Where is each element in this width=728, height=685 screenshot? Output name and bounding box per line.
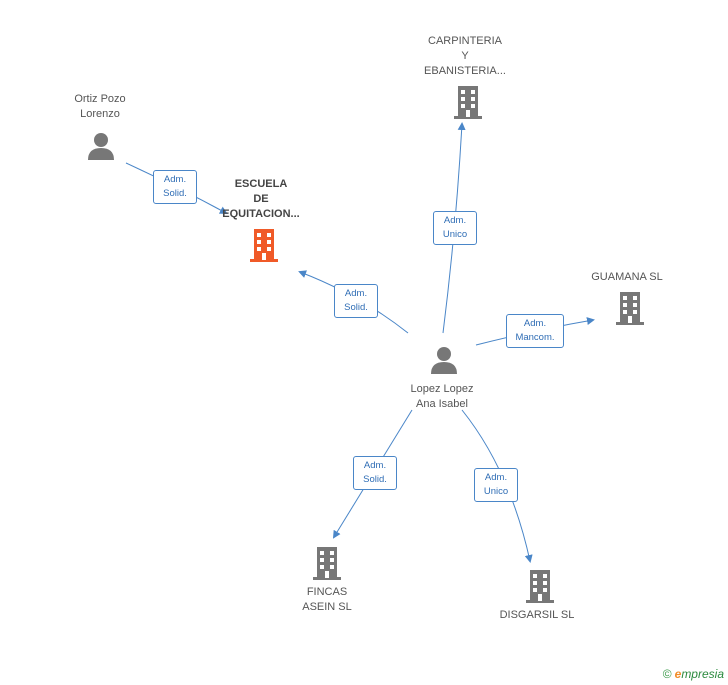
node-label-ortiz: Ortiz Pozo Lorenzo bbox=[74, 93, 126, 120]
edge-label-ortiz-escuela[interactable]: Adm. Solid. bbox=[153, 170, 197, 204]
node-label-lopez: Lopez Lopez Ana Isabel bbox=[410, 383, 474, 410]
building-icon[interactable] bbox=[614, 291, 646, 325]
brand-logo: ©empresia bbox=[663, 667, 724, 681]
brand-initial: e bbox=[674, 667, 682, 681]
edge-label-lopez-carpinteria[interactable]: Adm. Unico bbox=[433, 211, 477, 245]
building-icon[interactable] bbox=[524, 569, 556, 603]
node-label-fincas: FINCAS ASEIN SL bbox=[302, 586, 352, 613]
edge-label-lopez-guamana[interactable]: Adm. Mancom. bbox=[506, 314, 564, 348]
node-label-guamana: GUAMANA SL bbox=[591, 271, 663, 283]
node-label-carpinteria: CARPINTERIA Y EBANISTERIA... bbox=[424, 35, 506, 77]
edge-label-lopez-fincas[interactable]: Adm. Solid. bbox=[353, 456, 397, 490]
building-icon[interactable] bbox=[311, 546, 343, 580]
building-icon[interactable] bbox=[452, 85, 484, 119]
person-icon[interactable] bbox=[86, 131, 116, 161]
edge-label-lopez-escuela[interactable]: Adm. Solid. bbox=[334, 284, 378, 318]
building-icon[interactable] bbox=[248, 228, 280, 262]
person-icon[interactable] bbox=[429, 345, 459, 375]
copyright-icon: © bbox=[662, 667, 672, 681]
edge-label-lopez-disgarsil[interactable]: Adm. Unico bbox=[474, 468, 518, 502]
brand-name: mpresia bbox=[681, 667, 724, 681]
node-label-disgarsil: DISGARSIL SL bbox=[499, 609, 575, 621]
node-label-escuela: ESCUELA DE EQUITACION... bbox=[222, 178, 300, 220]
